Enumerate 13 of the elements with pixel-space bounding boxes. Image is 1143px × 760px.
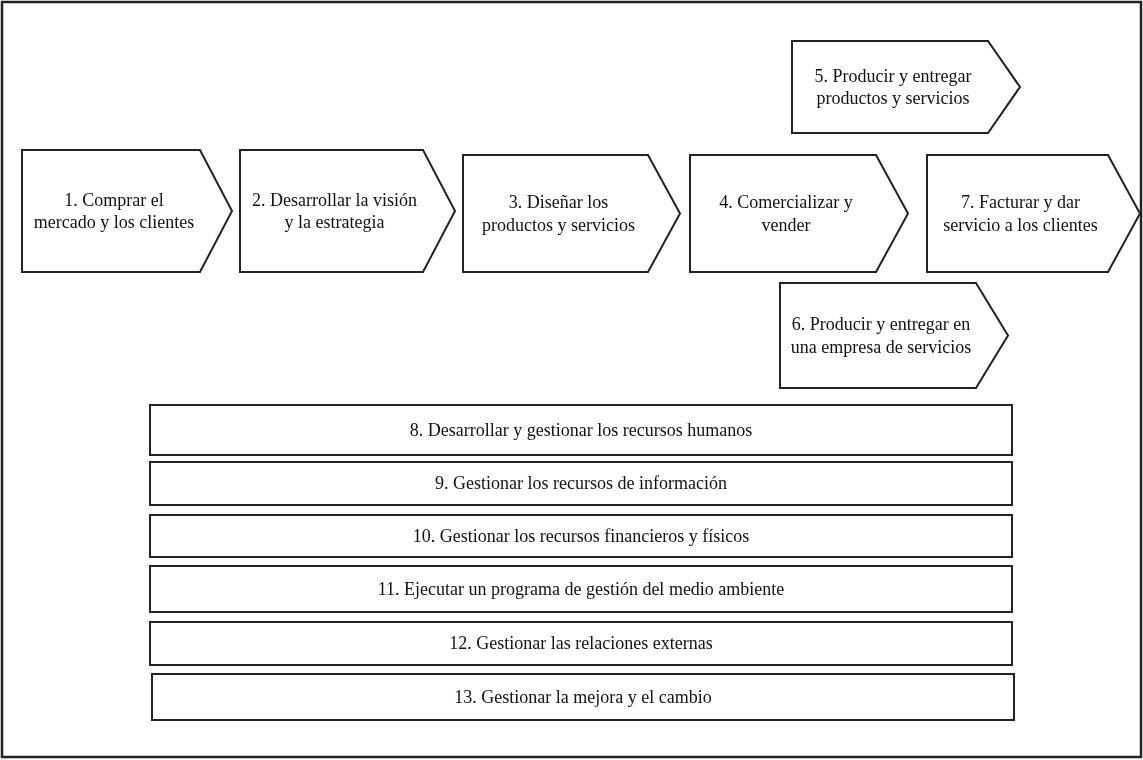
process-label: 4. Comercializar y vender [718,191,854,236]
process-label: 7. Facturar y dar servicio a los clientes [942,191,1099,236]
process-label: 5. Producir y entregar productos y servicios [813,64,973,110]
process-label: 12. Gestionar las relaciones externas [449,632,713,655]
process-label: 6. Producir y entregar en una empresa de servicios [790,313,972,358]
process-label: 2. Desarrollar la visión y la estrategia [251,188,418,234]
process-label: 11. Ejecutar un programa de gestión del medio ambiente [377,577,785,601]
process-label: 10. Gestionar los recursos financieros y físicos [412,524,750,548]
process-label: 1. Comprar el mercado y los clientes [32,188,196,234]
process-label: 9. Gestionar los recursos de información [435,472,727,495]
process-label: 13. Gestionar la mejora y el cambio [454,685,712,709]
process-label: 3. Diseñar los productos y servicios [481,191,636,236]
process-label: 8. Desarrollar y gestionar los recursos humanos [409,418,753,442]
